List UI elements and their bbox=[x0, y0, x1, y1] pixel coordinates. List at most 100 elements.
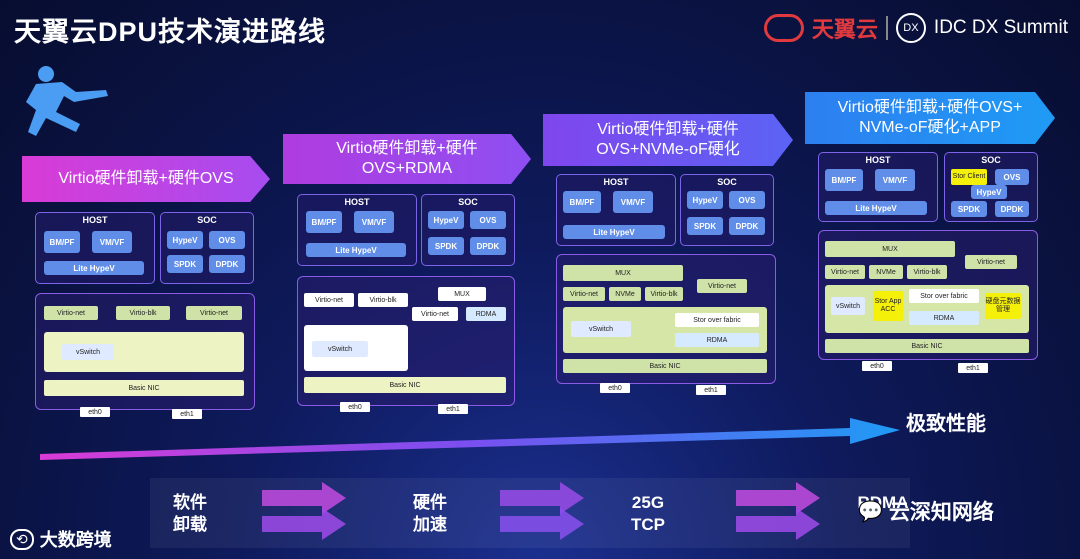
soc-item: SPDK bbox=[687, 217, 723, 235]
double-arrow-icon bbox=[500, 482, 584, 540]
stage-4-header-line1: Virtio硬件卸载+硬件OVS+ bbox=[837, 99, 1023, 116]
bm-pf-tile: BM/PF bbox=[563, 191, 601, 213]
bottom-label-hardware: 硬件 加速 bbox=[400, 492, 460, 536]
nic-item: Virtio-net bbox=[825, 265, 865, 279]
soc-item: SPDK bbox=[167, 255, 203, 273]
stage-4-nic-panel: MUX Virtio-net Virtio-net NVMe Virtio-bl… bbox=[818, 230, 1038, 360]
vm-vf-tile: VM/VF bbox=[875, 169, 915, 191]
nic-item: Virtio-blk bbox=[358, 293, 408, 307]
brand-name: 天翼云 bbox=[811, 17, 878, 42]
cloud-logo-icon bbox=[763, 14, 804, 42]
soc-item: HypeV bbox=[428, 211, 464, 229]
lite-hypev-tile: Lite HypeV bbox=[306, 243, 406, 257]
double-arrow-icon bbox=[262, 482, 346, 540]
nic-item: Virtio-net bbox=[304, 293, 354, 307]
stage-1-nic-panel: Virtio-net Virtio-blk Virtio-net vSwitch… bbox=[35, 293, 255, 410]
nic-item: Virtio-net bbox=[186, 306, 242, 320]
nic-item: MUX bbox=[563, 265, 683, 281]
nic-item: NVMe bbox=[609, 287, 641, 301]
bottom-label-rdma: RDMA bbox=[848, 492, 918, 514]
performance-label: 极致性能 bbox=[906, 413, 986, 435]
nic-item: Stor over fabric bbox=[909, 289, 979, 303]
soc-item: HypeV bbox=[167, 231, 203, 249]
wechat-icon: 💬 bbox=[858, 500, 883, 523]
soc-item: HypeV bbox=[687, 191, 723, 209]
basic-nic-bar: Basic NIC bbox=[304, 377, 506, 393]
host-label: HOST bbox=[603, 177, 629, 187]
vm-vf-tile: VM/VF bbox=[92, 231, 132, 253]
nic-item: Stor over fabric bbox=[675, 313, 759, 327]
bottom-label-25g: 25G TCP bbox=[618, 492, 678, 536]
stage-1-soc-box: SOC HypeV OVS SPDK DPDK bbox=[160, 212, 254, 284]
metadata-mgmt-tile: 硬盘元数据管理 bbox=[985, 293, 1021, 319]
bottom-label-software: 软件 卸载 bbox=[160, 492, 220, 536]
basic-nic-bar: Basic NIC bbox=[825, 339, 1029, 353]
host-label: HOST bbox=[865, 155, 891, 165]
host-label: HOST bbox=[82, 215, 108, 225]
nic-item: Virtio-net bbox=[965, 255, 1017, 269]
page-title: 天翼云DPU技术演进路线 bbox=[14, 17, 327, 47]
bm-pf-tile: BM/PF bbox=[306, 211, 342, 233]
eth0-tag: eth0 bbox=[862, 361, 892, 371]
stage-4-header: Virtio硬件卸载+硬件OVS+ NVMe-oF硬化+APP bbox=[805, 92, 1055, 144]
soc-item: OVS bbox=[470, 211, 506, 229]
vswitch-tile: vSwitch bbox=[571, 321, 631, 337]
bottom-strip bbox=[150, 478, 910, 548]
stage-1-header: Virtio硬件卸载+硬件OVS bbox=[22, 156, 270, 202]
stor-app-acc-tile: Stor App ACC bbox=[873, 291, 903, 321]
soc-item: DPDK bbox=[470, 237, 506, 255]
lite-hypev-tile: Lite HypeV bbox=[44, 261, 144, 275]
soc-label: SOC bbox=[197, 215, 217, 225]
vswitch-tile: vSwitch bbox=[312, 341, 368, 357]
dx-logo-icon: DX bbox=[895, 13, 926, 43]
soc-label: SOC bbox=[981, 155, 1001, 165]
lite-hypev-tile: Lite HypeV bbox=[825, 201, 927, 215]
nic-item: NVMe bbox=[869, 265, 903, 279]
brand-divider bbox=[885, 16, 888, 40]
watermark-left: ⟲ 大数跨境 bbox=[10, 526, 112, 552]
soc-item: OVS bbox=[995, 169, 1029, 185]
stage-3-header: Virtio硬件卸载+硬件 OVS+NVMe-oF硬化 bbox=[543, 114, 793, 166]
stage-3-header-line2: OVS+NVMe-oF硬化 bbox=[596, 141, 740, 158]
stage-3-host-box: HOST BM/PF VM/VF Lite HypeV bbox=[556, 174, 676, 246]
stage-3-soc-box: SOC HypeV OVS SPDK DPDK bbox=[680, 174, 774, 246]
nic-item: Virtio-blk bbox=[907, 265, 947, 279]
stage-1-header-text: Virtio硬件卸载+硬件OVS bbox=[58, 170, 234, 187]
soc-item: HypeV bbox=[971, 185, 1007, 199]
soc-item: DPDK bbox=[995, 201, 1029, 217]
bottom-label-line2: RDMA bbox=[857, 493, 909, 512]
stage-2-host-box: HOST BM/PF VM/VF Lite HypeV bbox=[297, 194, 417, 266]
eth1-tag: eth1 bbox=[958, 363, 988, 373]
stage-3-nic-panel: MUX Virtio-net Virtio-net NVMe Virtio-bl… bbox=[556, 254, 776, 384]
eth0-tag: eth0 bbox=[600, 383, 630, 393]
nic-item: Virtio-blk bbox=[645, 287, 683, 301]
nic-item: MUX bbox=[825, 241, 955, 257]
stage-4-header-line2: NVMe-oF硬化+APP bbox=[859, 119, 1001, 136]
stor-client-tile: Stor Client bbox=[951, 169, 987, 185]
soc-item: OVS bbox=[209, 231, 245, 249]
nic-item: MUX bbox=[438, 287, 486, 301]
host-label: HOST bbox=[344, 197, 370, 207]
event-name: IDC DX Summit bbox=[933, 17, 1068, 38]
stage-2-header-line2: OVS+RDMA bbox=[361, 160, 453, 177]
eth1-tag: eth1 bbox=[438, 404, 468, 414]
bottom-label-line2: 卸载 bbox=[173, 515, 207, 534]
stage-2-header: Virtio硬件卸载+硬件 OVS+RDMA bbox=[283, 134, 531, 184]
eth1-tag: eth1 bbox=[696, 385, 726, 395]
stage-4-soc-box: SOC Stor Client OVS HypeV SPDK DPDK bbox=[944, 152, 1038, 222]
stage-2-soc-box: SOC HypeV OVS SPDK DPDK bbox=[421, 194, 515, 266]
lite-hypev-tile: Lite HypeV bbox=[563, 225, 665, 239]
bottom-label-line2: 加速 bbox=[413, 515, 447, 534]
soc-label: SOC bbox=[458, 197, 478, 207]
nic-item: Virtio-net bbox=[697, 279, 747, 293]
watermark-right-text: 云深知网络 bbox=[888, 501, 994, 524]
nic-item: Virtio-net bbox=[44, 306, 98, 320]
bm-pf-tile: BM/PF bbox=[44, 231, 80, 253]
progress-arrow-icon bbox=[40, 418, 900, 460]
bottom-label-line2: TCP bbox=[631, 515, 665, 534]
soc-item: OVS bbox=[729, 191, 765, 209]
soc-label: SOC bbox=[717, 177, 737, 187]
soc-item: SPDK bbox=[428, 237, 464, 255]
soc-item: DPDK bbox=[729, 217, 765, 235]
nic-item: Virtio-net bbox=[563, 287, 605, 301]
